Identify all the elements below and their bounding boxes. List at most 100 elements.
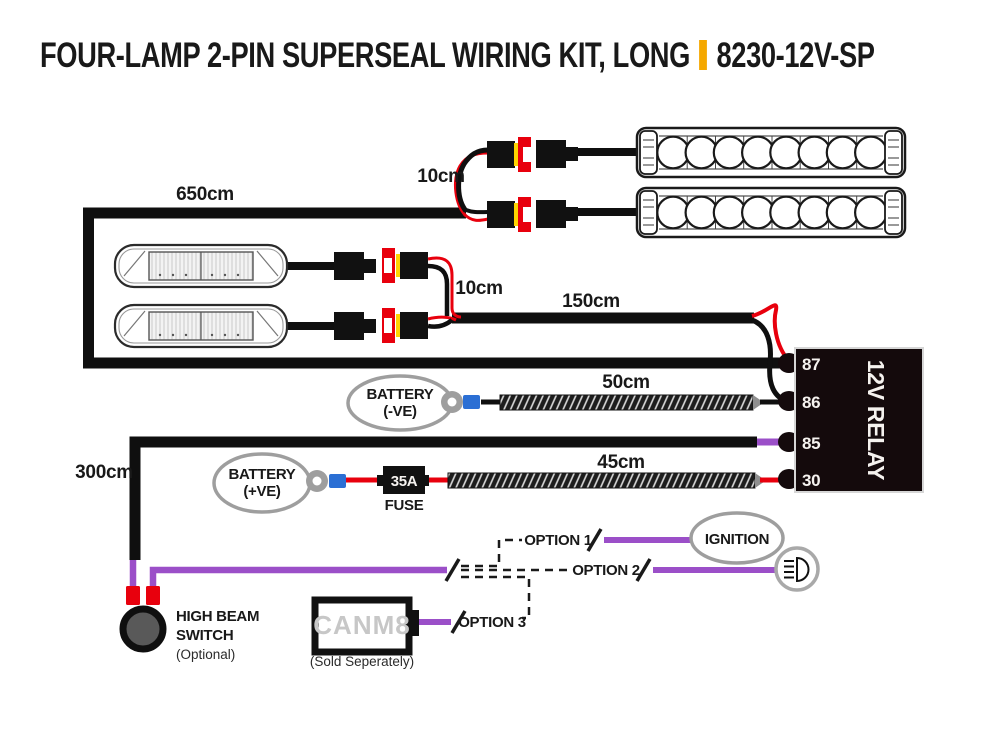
light-bar-2 — [635, 186, 907, 239]
power-lead: 35A FUSE BATTERY (+VE) — [212, 452, 787, 514]
title-main: FOUR-LAMP 2-PIN SUPERSEAL WIRING KIT, LO… — [40, 36, 690, 75]
switch-label: HIGH BEAM — [176, 608, 259, 625]
length-labels: 650cm 10cm 10cm 150cm 50cm 45cm 300cm — [75, 166, 650, 483]
braided-wire-50cm — [499, 394, 754, 411]
lamp-connector-stub — [566, 147, 578, 161]
lamp-connector-stub — [566, 207, 578, 221]
relay-pin87-label: 87 — [802, 355, 820, 374]
lamp-connector — [536, 140, 566, 168]
red-crimp — [146, 586, 160, 605]
label-50cm: 50cm — [602, 372, 649, 393]
label-650cm: 650cm — [176, 184, 234, 205]
canm8-tab — [408, 610, 419, 636]
ground-lead: BATTERY (-VE) — [346, 374, 787, 432]
connector-pair-bar2 — [487, 197, 642, 232]
battery-positive-label: BATTERY — [228, 466, 295, 483]
harness-wires — [83, 207, 791, 589]
fuse-label: FUSE — [385, 497, 424, 514]
dashed-option3 — [461, 575, 531, 620]
superseal-latch-notch — [384, 318, 392, 333]
wire-650cm — [83, 207, 786, 369]
ignition-bubble — [689, 511, 785, 565]
superseal-seal — [396, 254, 400, 277]
lamp-connector — [334, 252, 364, 280]
wire-purple-options — [149, 566, 447, 590]
wire-red-pin87 — [751, 303, 791, 363]
canm8-note: (Sold Seperately) — [310, 654, 414, 669]
lamp-2 — [113, 303, 289, 349]
bar-endcap-right — [884, 190, 903, 235]
relay-pin30-label: 30 — [802, 471, 820, 490]
break-mark — [450, 610, 467, 634]
superseal-latch-notch — [523, 147, 531, 162]
high-beam-icon — [784, 556, 810, 583]
relay-pin86-label: 86 — [802, 393, 820, 412]
title-code: 8230-12V-SP — [716, 36, 876, 75]
braided-wire-45cm — [447, 472, 756, 489]
light-bar-1 — [635, 126, 907, 179]
wire-300cm — [129, 436, 757, 560]
high-beam-switch — [119, 605, 167, 653]
pigtail-red-bottom — [462, 212, 489, 222]
bar-endcap-left — [639, 190, 658, 235]
superseal-connector — [400, 252, 428, 279]
superseal-connector — [487, 141, 515, 168]
braid-cap — [753, 395, 764, 410]
lamp-connector-stub — [364, 319, 376, 333]
bar-endcap-right — [884, 130, 903, 175]
fuse-rating: 35A — [391, 473, 418, 490]
svg-text:SWITCH: SWITCH — [176, 627, 233, 644]
connector-pair-lamp2 — [334, 308, 457, 343]
page-title: FOUR-LAMP 2-PIN SUPERSEAL WIRING KIT, LO… — [40, 36, 875, 76]
relay-pin85-label: 85 — [802, 434, 820, 453]
title-separator-bar — [699, 40, 708, 70]
break-mark — [444, 558, 461, 582]
pigtail-black-top — [456, 147, 489, 213]
options-section: OPTION 1 OPTION 2 OPTION 3 IGNITION CANM… — [119, 511, 820, 669]
superseal-seal — [396, 314, 400, 337]
option2-label: OPTION 2 — [572, 562, 640, 579]
bar-endcap-left — [639, 130, 658, 175]
ignition-label: IGNITION — [705, 531, 769, 548]
canm8-label: CANM8 — [313, 610, 410, 640]
top-pigtails — [453, 147, 489, 222]
superseal-seal — [514, 203, 518, 226]
superseal-latch-notch — [384, 258, 392, 273]
fuse-body — [383, 466, 425, 494]
dashed-option1 — [461, 538, 522, 568]
superseal-connector — [487, 201, 515, 228]
label-300cm: 300cm — [75, 462, 133, 483]
break-mark — [586, 528, 603, 552]
red-crimp — [126, 586, 140, 605]
break-mark — [635, 558, 652, 582]
svg-text:(-VE): (-VE) — [383, 403, 417, 420]
svg-text:(+VE): (+VE) — [243, 483, 281, 500]
lamp-connector — [536, 200, 566, 228]
lamp-connector-stub — [364, 259, 376, 273]
wire-black-pin86 — [750, 317, 789, 405]
superseal-latch-notch — [523, 207, 531, 222]
superseal-connector — [400, 312, 428, 339]
connector-pair-lamp1 — [334, 248, 462, 319]
option1-label: OPTION 1 — [524, 532, 592, 549]
bar-lenses — [656, 135, 888, 170]
option3-label: OPTION 3 — [458, 614, 526, 631]
lamp-connector — [334, 312, 364, 340]
pigtail-black-bottom — [465, 208, 489, 215]
label-10cm-top: 10cm — [417, 166, 464, 187]
label-150cm: 150cm — [562, 291, 620, 312]
battery-negative-label: BATTERY — [366, 386, 433, 403]
relay: 87 86 85 30 12V RELAY — [778, 347, 924, 493]
switch-note: (Optional) — [176, 647, 235, 662]
relay-title: 12V RELAY — [863, 360, 889, 480]
blue-crimp — [329, 474, 346, 488]
connector-pair-bar1 — [487, 137, 642, 172]
lamp-1 — [113, 243, 289, 289]
relay-body — [794, 347, 924, 493]
bar-lenses — [656, 195, 888, 230]
label-45cm: 45cm — [597, 452, 644, 473]
superseal-seal — [514, 143, 518, 166]
lamp-cables-left — [285, 262, 336, 330]
